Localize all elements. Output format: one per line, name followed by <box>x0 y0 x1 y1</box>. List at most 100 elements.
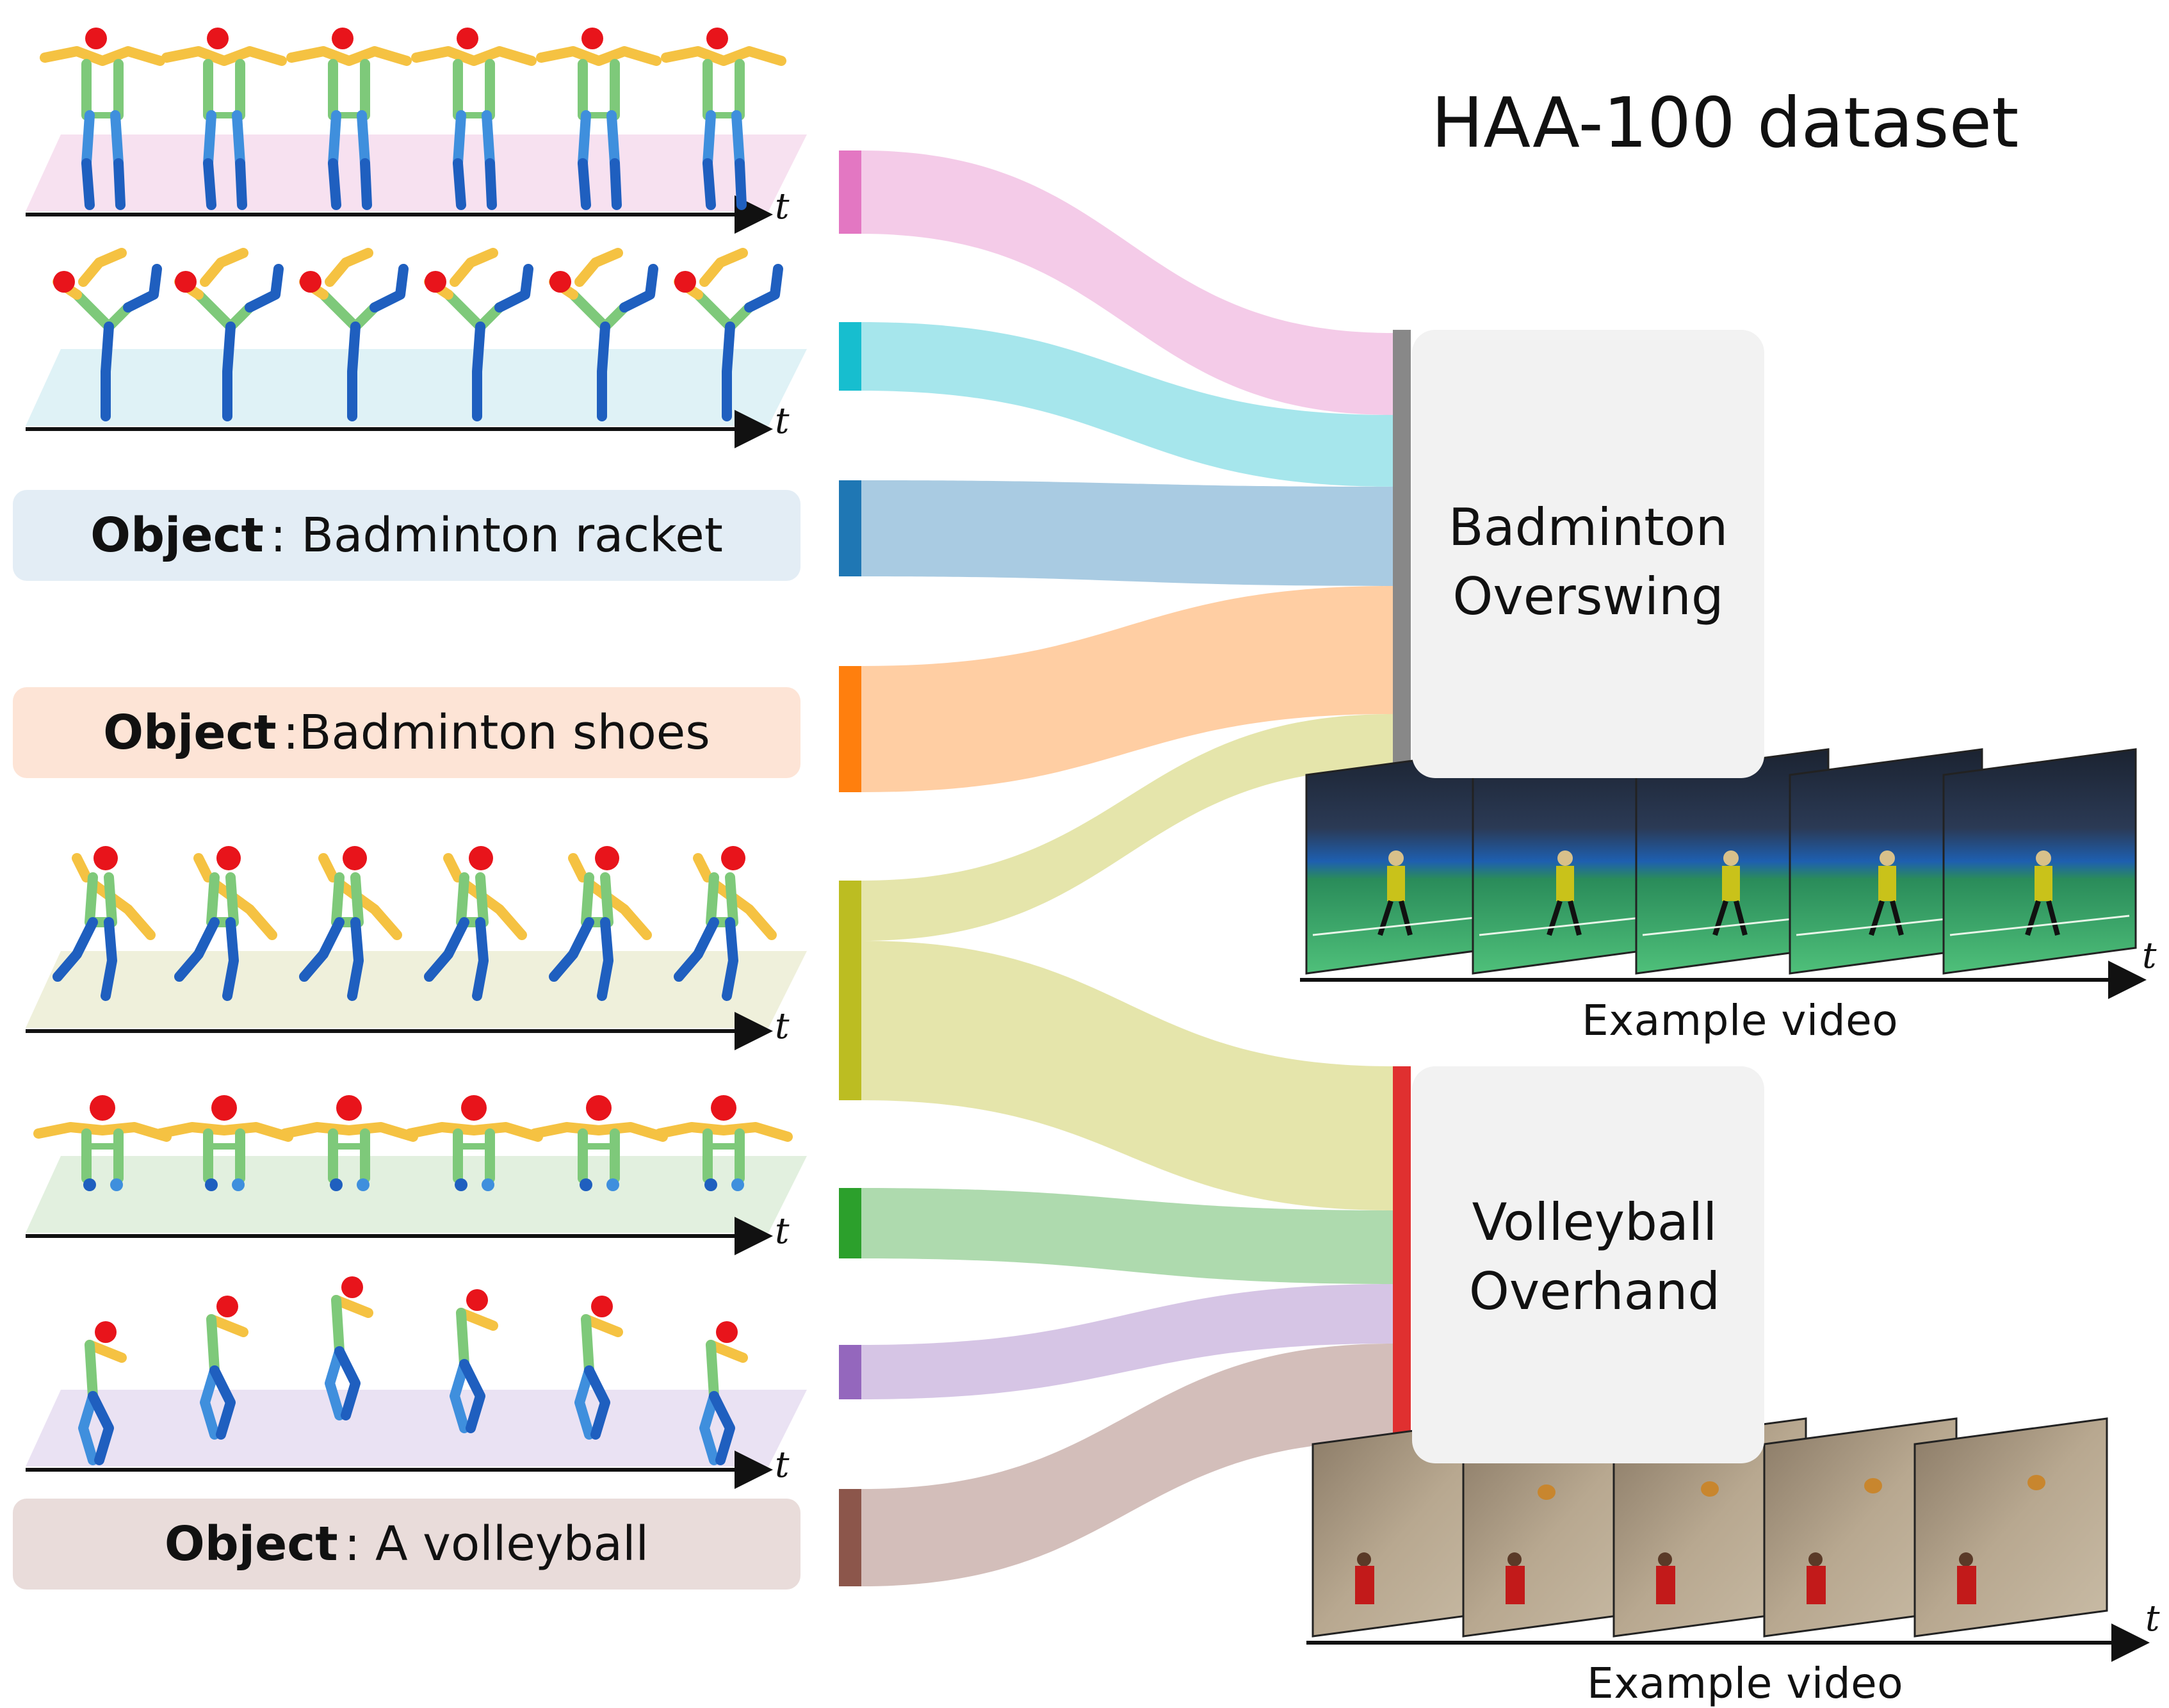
limb <box>472 321 485 421</box>
limb <box>494 264 533 313</box>
stick-figure <box>574 1296 623 1440</box>
limb <box>674 917 719 982</box>
limb <box>206 872 239 927</box>
limb <box>610 158 622 210</box>
limb <box>482 110 495 168</box>
limb <box>206 1314 220 1376</box>
stick-figure <box>174 248 284 421</box>
court-line <box>1949 915 2130 936</box>
player-leg <box>1399 900 1413 936</box>
player-leg <box>2025 900 2041 936</box>
limb <box>85 872 117 927</box>
ground-plane <box>26 1156 807 1233</box>
stick-figure <box>286 28 412 210</box>
limb <box>232 110 245 168</box>
stick-figure <box>155 1095 293 1191</box>
limb <box>328 110 341 168</box>
video-frame-stack <box>1305 748 2137 975</box>
limb <box>72 853 92 882</box>
limb <box>78 248 127 287</box>
object-keyword: Object <box>164 1517 338 1572</box>
player-leg <box>1869 900 1885 936</box>
pose-row <box>26 248 807 448</box>
time-axis-label: t <box>775 1210 790 1252</box>
player-head <box>1357 1552 1371 1566</box>
limb <box>709 879 777 940</box>
head <box>90 1095 115 1121</box>
object-box-volleyball: Object : A volleyball <box>13 1499 800 1590</box>
time-axis-label: t <box>2145 1598 2160 1639</box>
limb <box>193 853 213 882</box>
stick-figure <box>450 1289 498 1433</box>
stick-figure <box>405 1095 543 1191</box>
limb <box>584 1365 610 1440</box>
limb <box>424 917 469 982</box>
flow-band <box>861 586 1393 792</box>
source-node <box>839 480 861 576</box>
limb <box>155 1122 293 1142</box>
stick-figure <box>549 846 652 1001</box>
foot <box>731 1178 744 1191</box>
flow-band <box>861 1344 1393 1586</box>
video-frame <box>1763 1417 1958 1638</box>
target-node-volleyball <box>1393 1066 1411 1444</box>
pose-row <box>26 846 807 1050</box>
foot <box>357 1178 370 1191</box>
action-name-volleyball: Volleyball Overhand <box>1434 1188 1755 1326</box>
limb <box>286 46 412 66</box>
player-leg <box>2046 900 2060 936</box>
limb <box>568 289 610 332</box>
limb <box>549 917 594 982</box>
limb <box>536 46 662 66</box>
source-node <box>839 1345 861 1399</box>
stick-figure <box>174 846 277 1001</box>
limb <box>703 158 716 210</box>
foot <box>232 1178 245 1191</box>
stick-figure <box>78 1321 127 1465</box>
volleyball <box>1864 1478 1882 1493</box>
limb <box>581 1314 623 1337</box>
head <box>95 1321 117 1343</box>
limb <box>450 1359 469 1433</box>
limb <box>443 289 485 332</box>
limb <box>334 879 402 940</box>
limb <box>299 917 345 982</box>
player-body <box>1957 1566 1976 1604</box>
stick-figure <box>674 846 777 1001</box>
head <box>300 271 321 293</box>
head <box>586 1095 612 1121</box>
head <box>53 271 75 293</box>
limb <box>578 158 591 210</box>
player-leg <box>1377 900 1393 936</box>
limb <box>485 158 497 210</box>
stick-figure <box>424 248 533 421</box>
head <box>216 846 241 870</box>
limb <box>530 1122 668 1142</box>
foot <box>83 1178 96 1191</box>
stick-figure <box>411 28 537 210</box>
head <box>711 1095 736 1121</box>
volleyball <box>2027 1475 2045 1490</box>
limb <box>693 853 713 882</box>
limb <box>703 110 716 168</box>
limb <box>101 321 114 421</box>
limb <box>193 289 236 332</box>
limb <box>209 879 277 940</box>
limb <box>245 264 284 313</box>
limb <box>459 1359 485 1433</box>
limb <box>453 158 466 210</box>
head <box>674 271 696 293</box>
foot <box>110 1178 123 1191</box>
target-node-badminton <box>1393 330 1411 772</box>
player-head <box>1880 850 1895 866</box>
stick-figure <box>53 846 156 1001</box>
limb <box>411 46 537 66</box>
stick-figure <box>53 248 162 421</box>
limb <box>331 1295 345 1356</box>
stick-figure <box>536 28 662 210</box>
limb <box>328 158 341 210</box>
action-line2: Overhand <box>1468 1262 1721 1321</box>
limb <box>699 1391 719 1465</box>
limb <box>574 1365 594 1440</box>
